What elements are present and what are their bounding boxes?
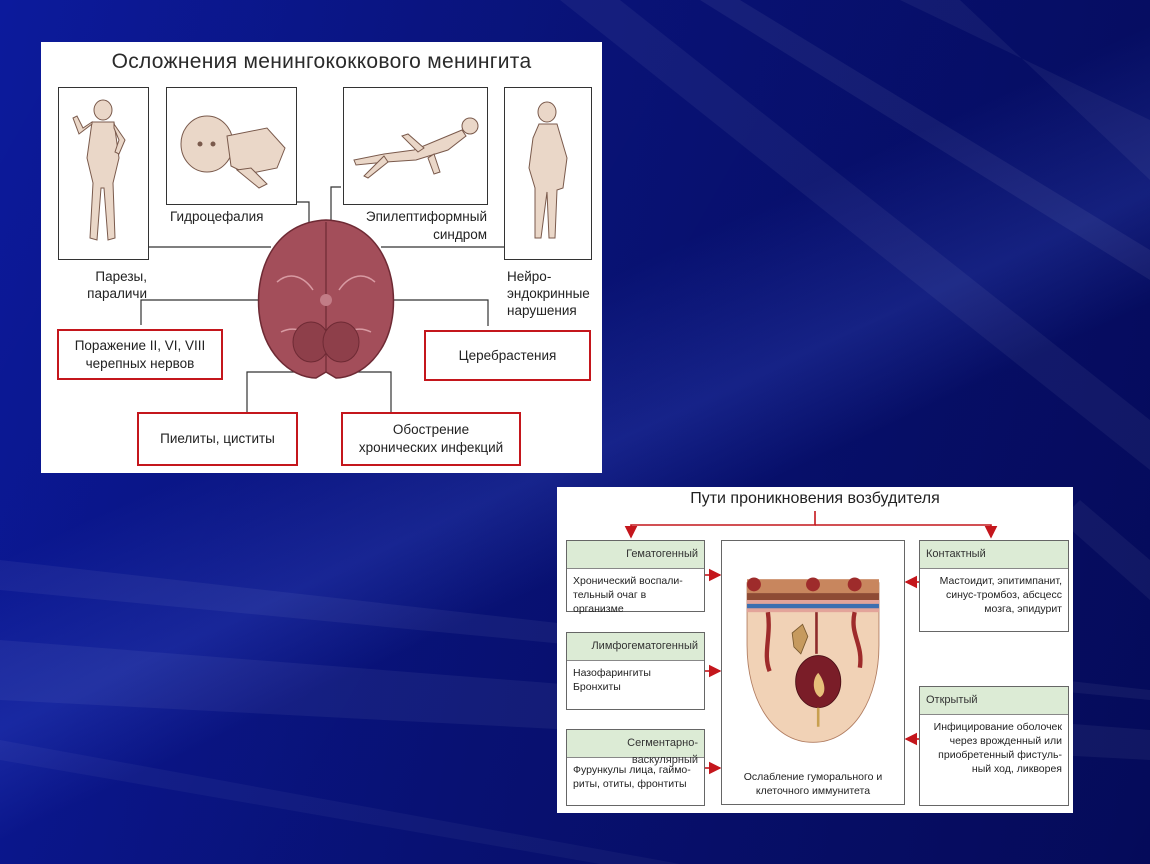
open-line1: Инфицирование оболочек <box>933 721 1062 733</box>
pyelitis-box: Пиелиты, циститы <box>137 412 298 466</box>
open-line3: приобретенный фистуль- <box>938 749 1062 761</box>
epileptic-label-line2: синдром <box>433 227 487 242</box>
complications-title: Осложнения менингококкового менингита <box>111 50 532 73</box>
neuro-label-line2: эндокринные <box>507 286 590 301</box>
open-box: Открытый Инфицирование оболочек через вр… <box>919 686 1069 806</box>
paresis-label-line1: Парезы, <box>95 269 147 284</box>
penetration-title: Пути проникновения возбудителя <box>690 490 940 507</box>
cranial-nerves-box: Поражение II, VI, VIII черепных нервов <box>57 329 223 380</box>
cranial-nerves-line2: черепных нервов <box>85 355 195 371</box>
lymphohematogenous-line2: Бронхиты <box>573 681 621 693</box>
segmental-vascular-line1: Фурункулы лица, гаймо- <box>573 764 691 776</box>
route-arrows <box>624 511 998 775</box>
pyelitis-text: Пиелиты, циститы <box>160 431 275 446</box>
brain-illustration <box>257 219 395 379</box>
segmental-vascular-line2: риты, отиты, фронтиты <box>573 778 687 790</box>
connector-lines <box>140 186 504 412</box>
cerebrasthenia-text: Церебрастения <box>458 347 557 363</box>
open-line4: ный ход, ликворея <box>971 763 1062 775</box>
lymphohematogenous-header: Лимфогематогенный <box>567 633 704 661</box>
neuro-label-line3: нарушения <box>507 303 577 318</box>
infant-icon <box>180 115 286 189</box>
open-header: Открытый <box>920 687 1068 715</box>
complications-diagram: Осложнения менингококкового менингита <box>41 42 602 473</box>
open-line2: через врожденный или <box>949 735 1062 747</box>
hematogenous-line2: тельный очаг в организме <box>573 589 647 615</box>
lymphohematogenous-box: Лимфогематогенный Назофарингиты Бронхиты <box>566 632 705 710</box>
cranial-nerves-line1: Поражение II, VI, VIII <box>74 337 206 353</box>
segmental-vascular-header: Сегментарно-васкулярный <box>567 730 704 766</box>
chronic-infections-line2: хронических инфекций <box>358 440 504 455</box>
standing-figure-icon <box>72 99 126 241</box>
immunity-caption-line2: клеточного иммунитета <box>755 785 871 797</box>
penetration-routes-diagram: Пути проникновения возбудителя Гематоген… <box>557 487 1073 813</box>
meninges-illustration-box: Ослабление гуморального и клеточного имм… <box>721 540 905 805</box>
segmental-vascular-box: Сегментарно-васкулярный Фурункулы лица, … <box>566 729 705 806</box>
lymphohematogenous-line1: Назофарингиты <box>573 667 651 679</box>
contact-line3: мозга, эпидурит <box>984 603 1062 615</box>
hydrocephaly-label: Гидроцефалия <box>170 209 264 224</box>
hematogenous-header: Гематогенный <box>567 541 704 569</box>
immunity-caption-line1: Ослабление гуморального и <box>743 771 883 783</box>
epileptic-label-line1: Эпилептиформный <box>365 209 487 224</box>
meninges-illustration <box>746 577 880 743</box>
contact-line1: Мастоидит, эпитимпанит, <box>939 575 1062 587</box>
neuro-image-frame <box>504 87 592 260</box>
hematogenous-box: Гематогенный Хронический воспали- тельны… <box>566 540 705 615</box>
cerebrasthenia-box: Церебрастения <box>424 330 591 381</box>
contact-header: Контактный <box>920 541 1068 569</box>
neuro-label-line1: Нейро- <box>507 269 552 284</box>
contact-box: Контактный Мастоидит, эпитимпанит, синус… <box>919 540 1069 632</box>
chronic-infections-box: Обострение хронических инфекций <box>341 412 521 466</box>
hydrocephaly-image-frame <box>166 87 297 205</box>
hematogenous-line1: Хронический воспали- <box>573 575 683 587</box>
paresis-label-line2: параличи <box>87 286 147 301</box>
paresis-image-frame <box>58 87 149 260</box>
contact-line2: синус-тромбоз, абсцесс <box>946 589 1062 601</box>
epileptic-image-frame <box>343 87 488 205</box>
chronic-infections-line1: Обострение <box>392 422 470 437</box>
lying-figure-icon <box>353 117 479 179</box>
obese-figure-icon <box>528 101 568 239</box>
